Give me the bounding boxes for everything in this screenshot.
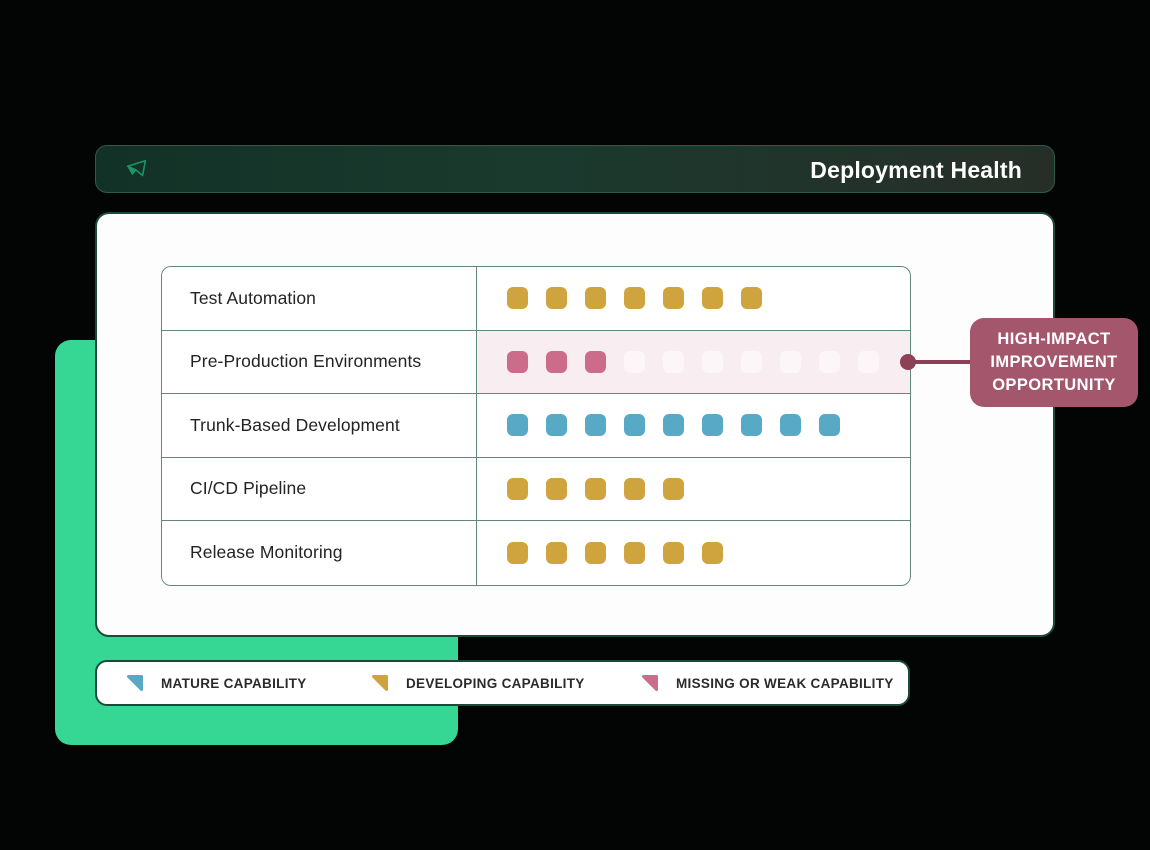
row-squares-cell xyxy=(477,394,910,457)
unit-square-developing xyxy=(546,541,567,564)
unit-square-ghost xyxy=(663,350,684,373)
unit-square-developing xyxy=(507,477,528,500)
row-label: Release Monitoring xyxy=(190,542,343,563)
unit-square-developing xyxy=(624,287,645,310)
unit-square-ghost xyxy=(780,350,801,373)
table-row: CI/CD Pipeline xyxy=(162,457,910,521)
unit-square-ghost xyxy=(741,350,762,373)
table-row: Pre-Production Environments xyxy=(162,330,910,394)
legend-bar: MATURE CAPABILITY DEVELOPING CAPABILITY … xyxy=(95,660,910,706)
missing-triangle-icon xyxy=(642,675,658,691)
row-squares-cell xyxy=(477,521,910,585)
unit-square-developing xyxy=(546,287,567,310)
legend-label: DEVELOPING CAPABILITY xyxy=(406,675,585,691)
row-label-cell: CI/CD Pipeline xyxy=(162,457,477,520)
row-squares-cell xyxy=(477,458,910,521)
row-label-cell: Test Automation xyxy=(162,267,477,330)
unit-square-missing xyxy=(507,350,528,373)
unit-square-developing xyxy=(624,477,645,500)
row-label: Test Automation xyxy=(190,287,317,308)
unit-square-mature xyxy=(741,414,762,437)
unit-square-mature xyxy=(546,414,567,437)
callout-connector-dot xyxy=(900,354,916,370)
callout-connector-line xyxy=(908,360,970,364)
unit-square-mature xyxy=(624,414,645,437)
unit-square-ghost xyxy=(819,350,840,373)
unit-square-mature xyxy=(663,414,684,437)
unit-square-developing xyxy=(585,477,606,500)
legend-item-mature: MATURE CAPABILITY xyxy=(125,662,307,704)
table-row: Trunk-Based Development xyxy=(162,394,910,458)
legend-item-missing: MISSING OR WEAK CAPABILITY xyxy=(640,662,894,704)
improvement-callout: HIGH-IMPACT IMPROVEMENT OPPORTUNITY xyxy=(970,318,1138,407)
callout-line: OPPORTUNITY xyxy=(992,376,1116,394)
legend-item-developing: DEVELOPING CAPABILITY xyxy=(370,662,585,704)
row-label-cell: Trunk-Based Development xyxy=(162,394,477,457)
unit-square-developing xyxy=(585,287,606,310)
row-label: Trunk-Based Development xyxy=(190,414,400,435)
row-label-cell: Pre-Production Environments xyxy=(162,330,477,393)
header-bar: Deployment Health xyxy=(95,145,1055,193)
unit-square-missing xyxy=(546,350,567,373)
unit-square-ghost xyxy=(702,350,723,373)
developing-triangle-icon xyxy=(372,675,388,691)
row-label: CI/CD Pipeline xyxy=(190,478,307,499)
unit-square-developing xyxy=(624,541,645,564)
row-squares-cell xyxy=(477,330,910,393)
callout-line: IMPROVEMENT xyxy=(990,353,1118,371)
unit-square-mature xyxy=(780,414,801,437)
unit-square-mature xyxy=(819,414,840,437)
legend-label: MISSING OR WEAK CAPABILITY xyxy=(676,675,894,691)
row-label: Pre-Production Environments xyxy=(190,351,422,372)
unit-square-developing xyxy=(663,287,684,310)
unit-square-mature xyxy=(507,414,528,437)
unit-square-mature xyxy=(702,414,723,437)
page-title: Deployment Health xyxy=(810,157,1022,183)
callout-line: HIGH-IMPACT xyxy=(997,330,1111,348)
unit-square-ghost xyxy=(858,350,879,373)
row-label-cell: Release Monitoring xyxy=(162,521,477,585)
unit-square-developing xyxy=(663,541,684,564)
unit-square-developing xyxy=(507,541,528,564)
unit-square-developing xyxy=(741,287,762,310)
unit-square-developing xyxy=(663,477,684,500)
unit-square-developing xyxy=(702,541,723,564)
unit-square-mature xyxy=(585,414,606,437)
table-row: Test Automation xyxy=(162,267,910,331)
logo-icon xyxy=(126,159,147,177)
unit-square-developing xyxy=(507,287,528,310)
unit-square-missing xyxy=(585,350,606,373)
row-squares-cell xyxy=(477,267,910,330)
legend-label: MATURE CAPABILITY xyxy=(161,675,307,691)
mature-triangle-icon xyxy=(127,675,143,691)
unit-square-ghost xyxy=(624,350,645,373)
unit-square-developing xyxy=(546,477,567,500)
table-row: Release Monitoring xyxy=(162,521,910,585)
unit-square-developing xyxy=(702,287,723,310)
unit-square-developing xyxy=(585,541,606,564)
